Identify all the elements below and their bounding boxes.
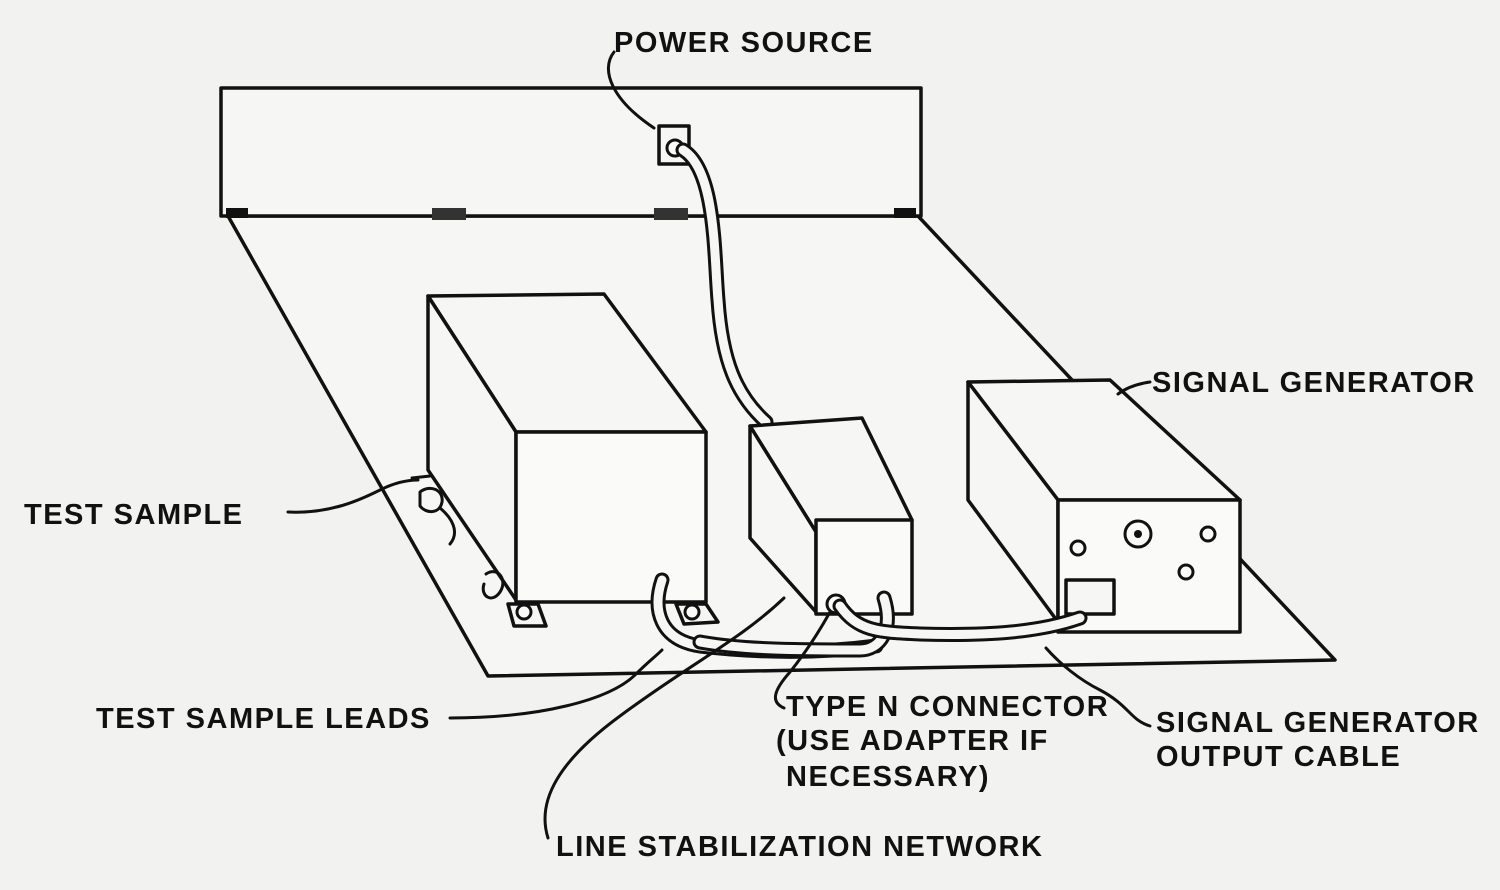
test-sample-fitting-1 [410,474,456,546]
leader-test-sample-leads [448,648,664,720]
test-sample-front [514,430,708,604]
power-source-panel [219,86,923,218]
panel-mount-4 [894,208,916,218]
leader-output-cable [1044,646,1152,728]
label-output-cable-line1: SIGNAL GENERATOR [1156,707,1480,739]
panel-mount-3 [654,208,688,220]
signal-generator-knob-3 [1177,563,1195,581]
lead-terminal-1-nut [515,603,533,621]
test-sample-fitting-2 [481,570,505,600]
label-line-stabilization-network: LINE STABILIZATION NETWORK [556,831,1043,863]
power-cable-core [678,145,771,427]
signal-generator-output-port [1064,578,1116,616]
label-type-n-connector-line3: NECESSARY) [786,761,990,793]
panel-mount-2 [432,208,466,220]
leader-signal-generator [1116,380,1152,396]
lead-terminal-2-nut [683,603,701,621]
leader-power-source [606,50,656,130]
label-output-cable-line2: OUTPUT CABLE [1156,741,1401,773]
panel-mount-1 [226,208,248,218]
label-power-source: POWER SOURCE [614,27,874,59]
label-test-sample: TEST SAMPLE [24,499,244,531]
label-type-n-connector-line1: TYPE N CONNECTOR [786,691,1109,723]
leader-lsn [543,596,786,840]
leader-type-n-connector [774,610,832,710]
signal-generator-knob-2 [1199,525,1217,543]
label-type-n-connector-line2: (USE ADAPTER IF [776,725,1049,757]
signal-generator-knob-1 [1069,539,1087,557]
leader-test-sample [286,478,420,514]
label-test-sample-leads: TEST SAMPLE LEADS [96,703,431,735]
signal-generator-output-cable-core [835,601,1085,639]
label-signal-generator: SIGNAL GENERATOR [1152,367,1476,399]
signal-generator-knob-inner [1134,530,1142,538]
